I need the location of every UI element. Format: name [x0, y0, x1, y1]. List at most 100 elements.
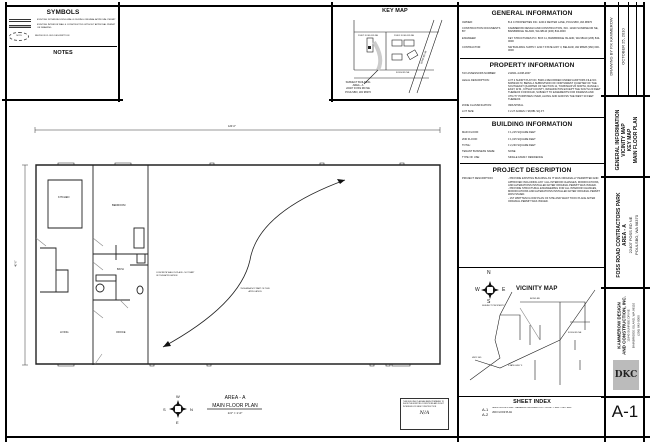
- divider: [331, 2, 333, 102]
- interior-walls: [40, 165, 149, 365]
- info-row: MAIN FLOOR:± 1,215 SQUARE FEET: [462, 131, 602, 134]
- certification-stamp: THIS BUILDING PLAN HAS BEEN PREPARED TO …: [400, 398, 449, 430]
- divider: [459, 267, 605, 268]
- plan-area: AREA - A: [224, 395, 246, 401]
- drawn-by: DRAWING BY P.K KAMMEROW: [608, 17, 614, 76]
- symbols-panel: SYMBOLS EXISTING WITHIN BUILDING WALLS D…: [9, 9, 117, 99]
- symbol-item: EXISTING INTERIOR WALLS CONSTRUCTED WITH…: [9, 24, 117, 30]
- lot-label: 22401 FOSS RD NE: [394, 35, 415, 37]
- plan-compass-n: N: [190, 407, 193, 412]
- subject-label-line: POULSBO, WA 98370: [345, 90, 371, 94]
- symbol-desc: EXISTING INTERIOR WALLS CONSTRUCTED WITH…: [37, 24, 116, 29]
- border-left: [5, 2, 7, 442]
- divider: [460, 117, 604, 119]
- project-title: FOSS ROAD CONTRACTORS PARK AREA - A 2240…: [616, 180, 640, 290]
- field-label: OWNER:: [462, 21, 473, 24]
- firm-phone: (206) 842-0000: [636, 315, 641, 336]
- info-row: TOTAL:± 2,230 SQUARE FEET: [462, 144, 602, 147]
- wall-symbol-icon: [9, 19, 31, 22]
- subject-label-line: AREA - A: [352, 84, 364, 88]
- field-value: - PROVIDE EXISTING BUILDING AS IT WAS OR…: [508, 177, 602, 203]
- info-row: ZONE CLASSIFICATION:INDUSTRIAL: [462, 104, 602, 107]
- arrow-icon: [163, 179, 345, 347]
- project-line: - PROVIDE EXISTING BUILDING AS IT WAS OR…: [508, 177, 600, 187]
- wall-note: CONCRETE WALL IN PLACE - NOT PART OF THI…: [156, 272, 195, 277]
- project-line: - PROVIDE STRUCTURAL ENGINEERING FOR ALL…: [508, 187, 600, 197]
- field-value: KAMMEROW DESIGN AND CONSTRUCTION, INC. 1…: [508, 27, 599, 34]
- info-row: ENGINEER:KEY STRUCTURES P.O. BOX 11, BAI…: [462, 37, 602, 43]
- stamp-signature: N/A: [419, 410, 430, 417]
- divider: [618, 2, 619, 97]
- divider: [601, 95, 650, 97]
- sheet-desc: 2ND FLOOR PLAN: [492, 412, 513, 414]
- building-info-title: BUILDING INFORMATION: [491, 121, 573, 129]
- field-label: LOT SIZE:: [462, 110, 475, 114]
- compass-e: E: [502, 287, 506, 293]
- exterior-walls: [35, 164, 441, 365]
- building-info-list: MAIN FLOOR:± 1,215 SQUARE FEET 2ND FLOOR:…: [462, 131, 602, 159]
- property-info-title: PROPERTY INFORMATION: [489, 62, 575, 70]
- side-dimension: 40'-0": [14, 260, 18, 267]
- compass-w: W: [475, 287, 480, 293]
- general-info-title: GENERAL INFORMATION: [491, 10, 573, 17]
- project-line: - 1ST WRITTEN FLOOR PLAN OF SITE AND WHA…: [508, 196, 596, 203]
- room-office: OFFICE: [116, 331, 126, 334]
- subject-label-line: SUBJECT BUILDING: [345, 81, 371, 84]
- map-label: STATE HWY 3: [508, 365, 523, 367]
- project-city: POULSBO, WA 98370: [634, 215, 639, 255]
- field-label: 2ND FLOOR:: [462, 137, 478, 141]
- sheet-index-item[interactable]: A-2 2ND FLOOR PLAN: [462, 412, 602, 417]
- divider: [460, 163, 604, 165]
- divider: [459, 396, 605, 397]
- notes-title: NOTES: [53, 49, 73, 56]
- doors: [35, 237, 129, 365]
- info-row: CONTRACTOR:NW BUILDING SUPPLY 12217 STAT…: [462, 46, 602, 52]
- divider: [636, 2, 637, 97]
- info-row: TAX ASSESSORS NUMBER:211601-4-008-2007: [462, 72, 602, 75]
- new-wall-symbol-icon: [9, 25, 31, 29]
- field-value: NONE: [508, 150, 516, 154]
- sheet-number: A-1: [611, 402, 639, 421]
- room-kitchen: KITCHEN: [58, 196, 70, 199]
- field-label: MAIN FLOOR:: [462, 131, 479, 135]
- map-label: BOND RD: [530, 298, 541, 300]
- sheet-content-line: MAIN FLOOR PLAN: [633, 116, 639, 164]
- sheet-num: A-2: [482, 412, 489, 417]
- dimension-lines: [22, 127, 441, 366]
- stamp-text: THIS BUILDING PLAN HAS BEEN PREPARED TO …: [403, 401, 445, 408]
- revision-cloud-icon: NOTE: [9, 31, 29, 41]
- main-floor-plan: [22, 127, 441, 418]
- key-map-title: KEY MAP: [382, 8, 408, 14]
- sheet-desc: MAIN FLOOR PLAN / GENERAL INFORMATION / …: [492, 407, 572, 409]
- divider: [601, 396, 650, 398]
- vicinity-map-title: VICINITY MAP: [516, 286, 558, 292]
- field-value: LOT 2 SHORT PLAT NO. 5928-1 RECORDED UND…: [508, 78, 601, 101]
- info-row: LEGAL DESCRIPTION:LOT 2 SHORT PLAT NO. 5…: [462, 79, 602, 101]
- divider: [457, 2, 459, 442]
- divider: [329, 99, 459, 101]
- border-top: [5, 5, 645, 7]
- sheet-index-title: SHEET INDEX: [513, 399, 551, 405]
- subject-building-marker: [368, 46, 371, 49]
- field-value: B & C PROPERTIES INC. 22413 DEXTER LANE,…: [508, 21, 593, 24]
- plan-title: AREA - A MAIN FLOOR PLAN 1/4" = 1'-0": [200, 395, 270, 415]
- overall-dimension: 120'-0": [228, 125, 236, 128]
- plan-compass-s: S: [163, 407, 166, 412]
- map-label: SUBJECT PROPERTY: [482, 305, 505, 307]
- field-label: TYPE OF USE:: [462, 156, 480, 160]
- info-row: 2ND FLOOR:± 1,015 SQUARE FEET: [462, 138, 602, 141]
- divider: [2, 99, 123, 101]
- compass-n: N: [487, 270, 491, 276]
- field-value: SINGLE FAMILY RESIDENCE: [508, 156, 544, 160]
- sheet-index-item[interactable]: A-1 MAIN FLOOR PLAN / GENERAL INFORMATIO…: [462, 407, 602, 412]
- field-value: NW BUILDING SUPPLY 12217 STATE HWY 3, BE…: [508, 46, 600, 53]
- field-label: TENANT BUSINESS NAME:: [462, 150, 496, 154]
- road-label: FOSS RD NE: [396, 72, 410, 74]
- subject-label-line: 22407 FOSS RD NE: [346, 87, 370, 91]
- sheet-index: SHEET INDEX A-1 MAIN FLOOR PLAN / GENERA…: [462, 399, 602, 417]
- project-description-title: PROJECT DESCRIPTION: [492, 167, 572, 175]
- plan-name: MAIN FLOOR PLAN: [212, 403, 258, 409]
- symbol-item: NOTE REVISION CLOUD DESCRIPTION: [9, 31, 117, 41]
- info-row: OWNER: B & C PROPERTIES INC. 22413 DEXTER…: [462, 21, 602, 24]
